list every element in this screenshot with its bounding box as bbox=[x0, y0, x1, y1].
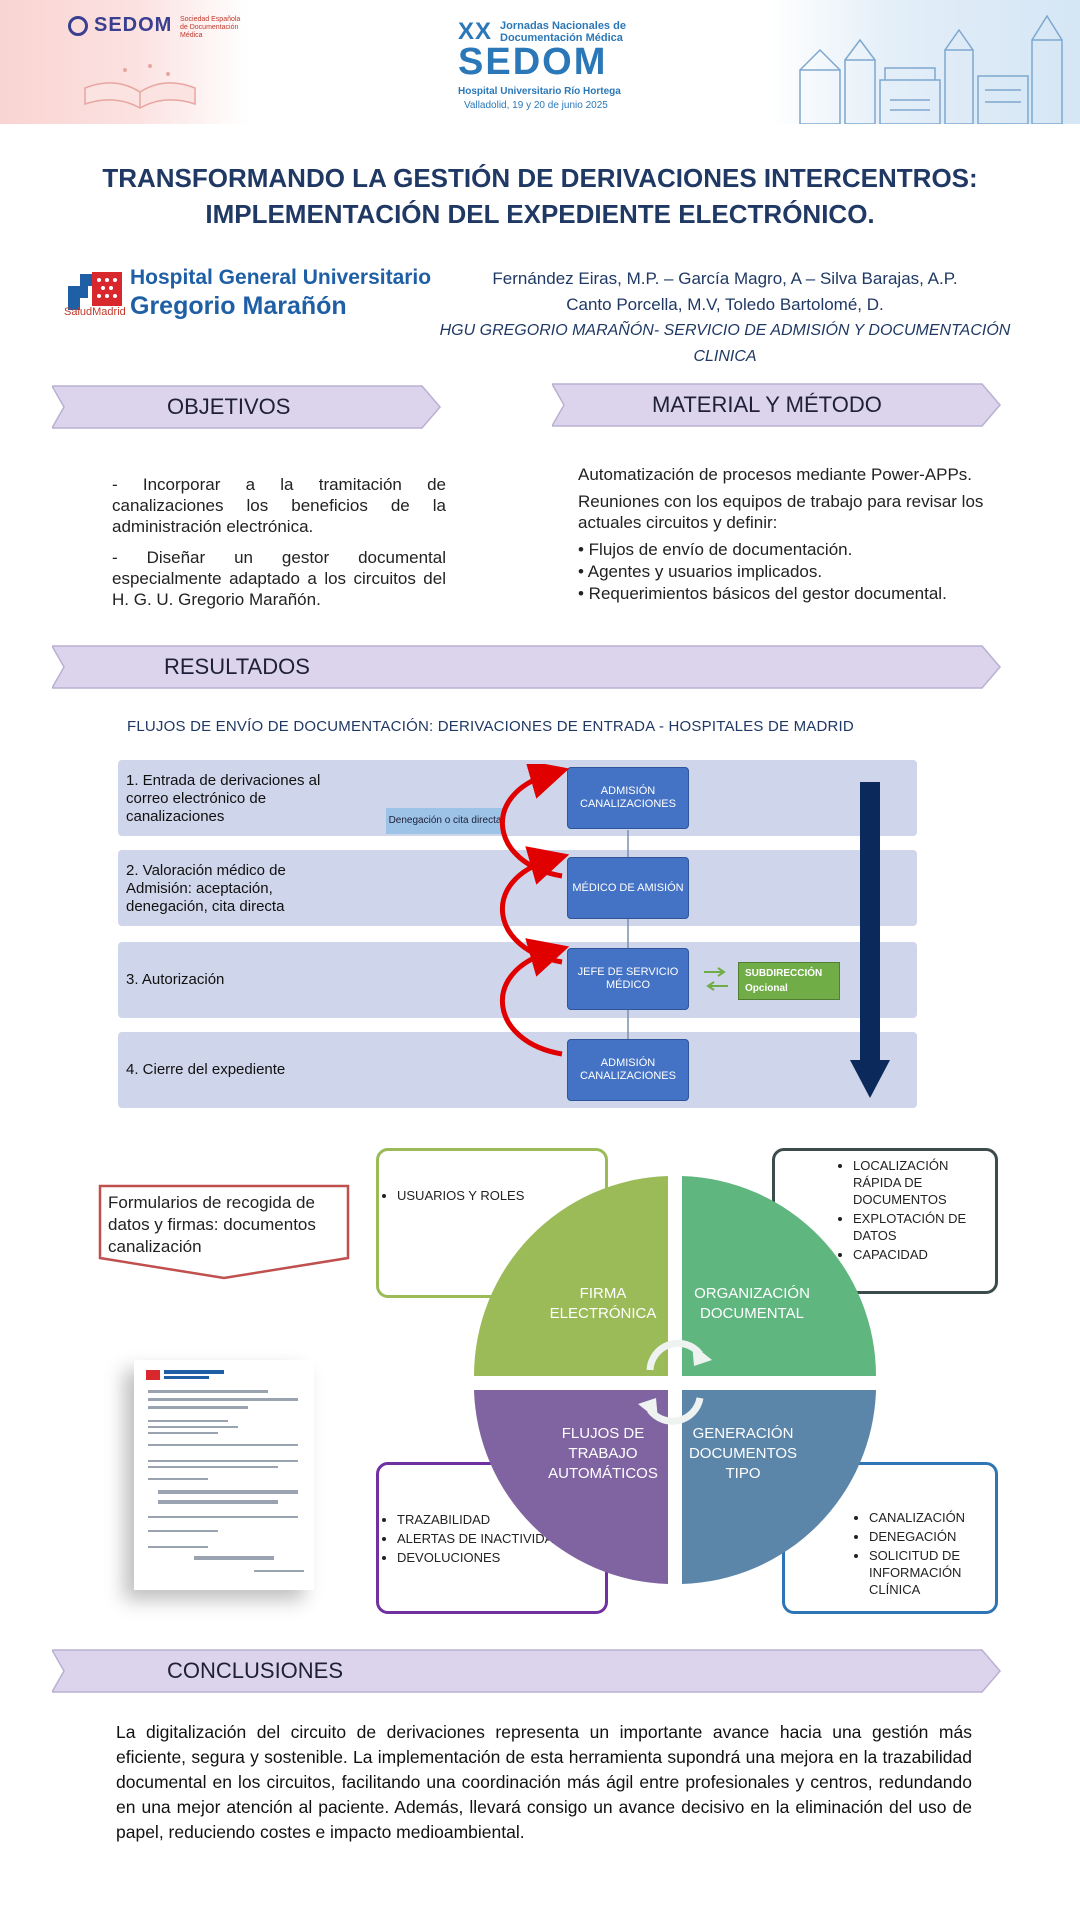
section-arrow-shape bbox=[52, 645, 1001, 689]
salud-madrid-label: SaludMadrid bbox=[64, 306, 126, 318]
section-metodo: MATERIAL Y MÉTODO bbox=[552, 382, 1002, 428]
metodo-paragraph-1: Automatización de procesos mediante Powe… bbox=[578, 465, 973, 484]
quadrant-label-generacion: GENERACIÓN DOCUMENTOS TIPO bbox=[688, 1425, 798, 1482]
quadrant-firma bbox=[473, 1176, 668, 1376]
metodo-text: Automatización de procesos mediante Powe… bbox=[578, 464, 1008, 605]
metodo-paragraph-2: Reuniones con los equipos de trabajo par… bbox=[578, 492, 984, 532]
subdireccion-box: SUBDIRECCIÓN Opcional bbox=[738, 962, 840, 1000]
quadrant-label-flujos: FLUJOS DE TRABAJO AUTOMÁTICOS bbox=[548, 1425, 658, 1482]
cycle-box-item: SOLICITUD DE INFORMACIÓN CLÍNICA bbox=[869, 1547, 995, 1598]
title-line-1: TRANSFORMANDO LA GESTIÓN DE DERIVACIONES… bbox=[102, 163, 978, 193]
cycle-diagram bbox=[473, 1176, 876, 1584]
objetivos-text: - Incorporar a la tramitación de canaliz… bbox=[112, 474, 446, 620]
down-arrow-icon bbox=[850, 782, 890, 1098]
flow-box-cierre: ADMISIÓN CANALIZACIONES bbox=[567, 1039, 689, 1101]
event-hospital: Hospital Universitario Río Hortega bbox=[458, 86, 621, 97]
authors-block: Fernández Eiras, M.P. – García Magro, A … bbox=[410, 266, 1040, 370]
cycle-box-item: EXPLOTACIÓN DE DATOS bbox=[853, 1210, 995, 1244]
open-book-icon bbox=[84, 64, 196, 109]
section-conclusiones-label: CONCLUSIONES bbox=[167, 1658, 344, 1683]
quadrant-organizacion bbox=[682, 1176, 876, 1376]
cycle-box-item: LOCALIZACIÓN RÁPIDA DE DOCUMENTOS bbox=[853, 1157, 995, 1208]
cycle-box-item: USUARIOS Y ROLES bbox=[397, 1187, 605, 1204]
document-preview-image bbox=[146, 1370, 304, 1572]
objetivo-item: - Incorporar a la tramitación de canaliz… bbox=[112, 475, 446, 536]
poster-title: TRANSFORMANDO LA GESTIÓN DE DERIVACIONES… bbox=[40, 160, 1040, 232]
sedom-logo-icon bbox=[68, 16, 88, 36]
authors-line-1: Fernández Eiras, M.P. – García Magro, A … bbox=[492, 269, 958, 288]
objetivo-item: - Diseñar un gestor documental especialm… bbox=[112, 548, 446, 609]
section-arrow-shape bbox=[52, 385, 441, 429]
quadrant-generacion bbox=[682, 1390, 876, 1584]
cycle-box-item: CANALIZACIÓN bbox=[869, 1509, 995, 1526]
event-edition: XX bbox=[458, 18, 493, 45]
flow-box-medico: MÉDICO DE AMISIÓN bbox=[567, 857, 689, 919]
conclusion-text: La digitalización del circuito de deriva… bbox=[116, 1722, 972, 1842]
denegacion-label: Denegación o cita directa bbox=[386, 808, 504, 834]
hospital-logo-icon bbox=[68, 272, 122, 310]
opcional-label: Opcional bbox=[745, 983, 788, 994]
event-date: Valladolid, 19 y 20 de junio 2025 bbox=[464, 100, 608, 111]
cycle-box-list: USUARIOS Y ROLES bbox=[379, 1187, 605, 1204]
header-left-band bbox=[0, 0, 250, 124]
section-arrow-shape bbox=[52, 1649, 1001, 1693]
cycle-box-item: DEVOLUCIONES bbox=[397, 1549, 605, 1566]
section-resultados: RESULTADOS bbox=[52, 644, 1002, 690]
flow-row-label: 3. Autorización bbox=[126, 971, 225, 988]
flow-row-label: 2. Valoración médico de Admisión: acepta… bbox=[126, 862, 286, 915]
event-name: SEDOM bbox=[458, 41, 608, 83]
quadrant-label-firma: FIRMA ELECTRÓNICA bbox=[549, 1285, 657, 1322]
quadrant-flujos bbox=[474, 1390, 668, 1584]
flow-row-label: 1. Entrada de derivaciones al correo ele… bbox=[126, 772, 321, 825]
cycle-box-item: TRAZABILIDAD bbox=[397, 1511, 605, 1528]
formularios-text: Formularios de recogida de datos y firma… bbox=[108, 1193, 316, 1256]
flow-row-4: 4. Cierre del expediente bbox=[118, 1032, 917, 1108]
section-objetivos: OBJETIVOS bbox=[52, 384, 442, 430]
metodo-list-item: • Agentes y usuarios implicados. bbox=[578, 562, 823, 581]
cycle-box-list: TRAZABILIDAD ALERTAS DE INACTIVIDAD DEVO… bbox=[379, 1511, 605, 1566]
authors-line-2: Canto Porcella, M.V, Toledo Bartolomé, D… bbox=[566, 295, 884, 314]
cycle-box-item: DENEGACIÓN bbox=[869, 1528, 995, 1545]
cycle-box-list: LOCALIZACIÓN RÁPIDA DE DOCUMENTOS EXPLOT… bbox=[835, 1157, 995, 1263]
quadrant-label-organizacion: ORGANIZACIÓN DOCUMENTAL bbox=[694, 1285, 810, 1322]
flow-row-1: 1. Entrada de derivaciones al correo ele… bbox=[118, 760, 917, 836]
metodo-list: • Flujos de envío de documentación. • Ag… bbox=[578, 539, 1008, 605]
flow-row-2: 2. Valoración médico de Admisión: acepta… bbox=[118, 850, 917, 926]
cycle-box-item: CAPACIDAD bbox=[853, 1246, 995, 1263]
sedom-logo-subtitle: Sociedad Española de Documentación Médic… bbox=[180, 16, 241, 39]
hospital-name-line-2: Gregorio Marañón bbox=[130, 292, 347, 320]
section-conclusiones: CONCLUSIONES bbox=[52, 1648, 1002, 1694]
metodo-list-item: • Requerimientos básicos del gestor docu… bbox=[578, 584, 947, 603]
metodo-list-item: • Flujos de envío de documentación. bbox=[578, 540, 853, 559]
event-subtitle: Jornadas Nacionales de Documentación Méd… bbox=[500, 20, 626, 44]
title-line-2: IMPLEMENTACIÓN DEL EXPEDIENTE ELECTRÓNIC… bbox=[205, 199, 875, 229]
cycle-box-list: CANALIZACIÓN DENEGACIÓN SOLICITUD DE INF… bbox=[851, 1509, 995, 1598]
section-resultados-label: RESULTADOS bbox=[164, 654, 310, 679]
city-skyline-illustration bbox=[799, 14, 1063, 124]
section-metodo-label: MATERIAL Y MÉTODO bbox=[652, 392, 882, 417]
cycle-box-item: ALERTAS DE INACTIVIDAD bbox=[397, 1530, 605, 1547]
curved-red-arrows bbox=[499, 764, 570, 1057]
flow-box-admision: ADMISIÓN CANALIZACIONES bbox=[567, 767, 689, 829]
formularios-callout bbox=[98, 1184, 350, 1280]
document-thumbnail bbox=[134, 1360, 314, 1590]
double-arrow-icon bbox=[704, 967, 728, 991]
hospital-name-line-1: Hospital General Universitario bbox=[130, 266, 432, 289]
flow-box-jefe: JEFE DE SERVICIO MÉDICO bbox=[567, 948, 689, 1010]
sedom-logo: SEDOM bbox=[94, 14, 173, 36]
flow-row-label: 4. Cierre del expediente bbox=[126, 1061, 286, 1078]
section-objetivos-label: OBJETIVOS bbox=[167, 394, 291, 419]
subdireccion-label: SUBDIRECCIÓN bbox=[745, 968, 823, 979]
flow-title: FLUJOS DE ENVÍO DE DOCUMENTACIÓN: DERIVA… bbox=[127, 718, 854, 735]
affiliation: HGU GREGORIO MARAÑÓN- SERVICIO DE ADMISI… bbox=[439, 322, 1011, 365]
section-arrow-shape bbox=[552, 383, 1001, 427]
